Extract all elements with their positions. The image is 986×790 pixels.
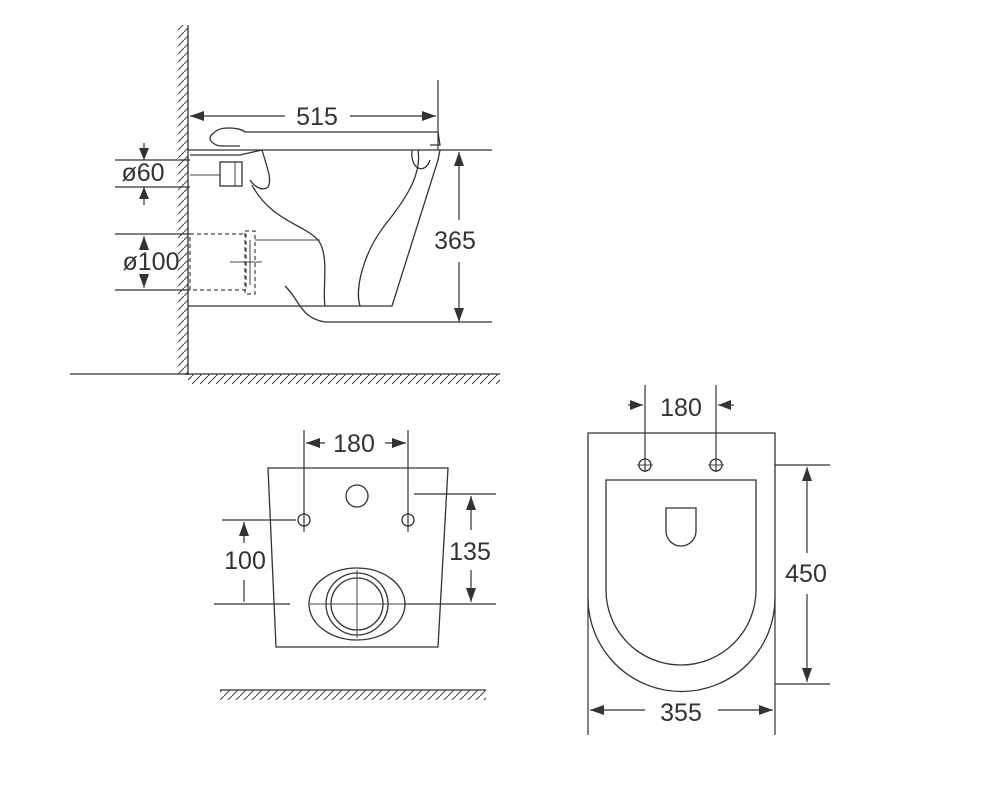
inlet-diameter-label: ø60 <box>121 159 164 187</box>
top-outline <box>587 432 776 693</box>
inlet-hole <box>345 484 369 508</box>
depth-label: 515 <box>296 103 338 131</box>
wall-hatch <box>178 25 188 375</box>
top-length-dimension: 450 <box>775 464 830 685</box>
rear-floor-hatch <box>220 690 486 700</box>
top-bolt-spacing-label: 180 <box>660 394 702 422</box>
top-width-dimension: 355 <box>587 598 776 735</box>
rear-outlet-height-label: 100 <box>224 547 266 575</box>
bowl-side-profile <box>188 127 492 323</box>
bowl-opening <box>605 479 757 666</box>
side-view: 515 365 ø60 ø10 <box>70 25 500 384</box>
rear-bolt-outlet-label: 135 <box>449 538 491 566</box>
flush-hole <box>665 507 697 547</box>
rear-outline <box>267 467 449 648</box>
outlet-dimension: ø100 <box>115 233 190 291</box>
rear-bolt-outlet-dimension: 135 <box>404 493 496 605</box>
outlet-diameter-label: ø100 <box>123 248 180 276</box>
top-width-label: 355 <box>660 699 702 727</box>
height-label: 365 <box>434 227 476 255</box>
rear-bolt-spacing-dimension: 180 <box>303 430 409 532</box>
rear-view: 180 100 135 <box>214 430 496 700</box>
rear-outlet-height-dimension: 100 <box>214 519 296 605</box>
top-view: 180 450 355 <box>587 385 830 735</box>
top-length-label: 450 <box>785 560 827 588</box>
floor-hatch <box>188 374 500 384</box>
depth-dimension: 515 <box>190 80 439 150</box>
rear-bolt-spacing-label: 180 <box>333 430 375 458</box>
height-dimension: 365 <box>434 149 492 322</box>
inlet-dimension: ø60 <box>115 143 190 205</box>
top-bolt-spacing-dimension: 180 <box>628 385 734 472</box>
